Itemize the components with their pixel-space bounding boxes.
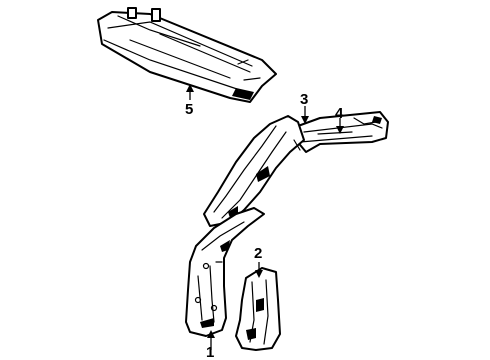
part-5-roof-header-panel: [97, 7, 277, 103]
part-1-a-pillar-lower: [185, 207, 265, 337]
callout-5: 5: [185, 101, 193, 118]
leader-4: [336, 118, 344, 134]
callout-4: 4: [335, 105, 344, 122]
part-4-roof-side-rail: [295, 111, 389, 153]
leader-1: [207, 330, 215, 350]
part-2-pillar-reinforcement: [235, 267, 281, 351]
leader-2: [255, 262, 263, 278]
leader-5: [186, 84, 194, 100]
leader-3: [301, 106, 309, 124]
part-3-a-pillar-upper: [203, 115, 305, 227]
callout-2: 2: [254, 245, 262, 262]
callout-1: 1: [206, 344, 214, 360]
callout-3: 3: [300, 91, 308, 108]
